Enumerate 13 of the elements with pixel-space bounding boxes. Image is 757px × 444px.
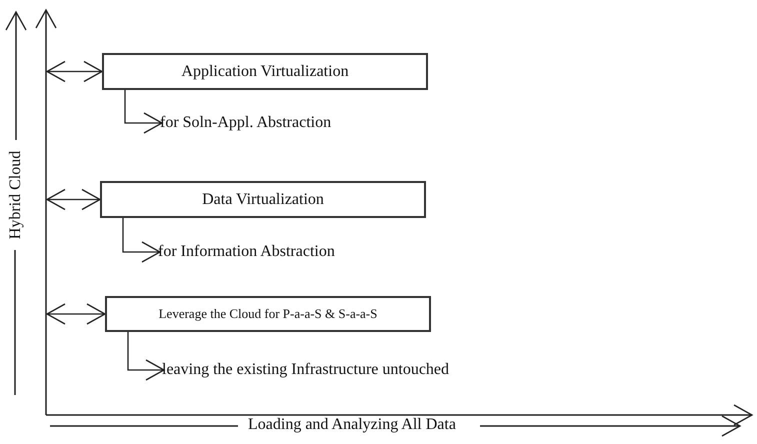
arrow (46, 303, 106, 325)
process-box: Data Virtualization (100, 181, 426, 218)
note-text: for Information Abstraction (158, 242, 335, 262)
arrow (46, 188, 101, 210)
note-text: leaving the existing Infrastructure untouched (162, 360, 450, 380)
arrow (127, 332, 165, 381)
note-text: for Soln-Appl. Abstraction (160, 113, 332, 133)
process-box: Leverage the Cloud for P-a-a-S & S-a-a-S (105, 296, 431, 332)
arrow (124, 90, 163, 134)
arrow (46, 60, 103, 82)
arrow (122, 218, 161, 263)
process-box: Application Virtualization (102, 53, 428, 90)
axis-label: Loading and Analyzing All Data (248, 416, 456, 434)
